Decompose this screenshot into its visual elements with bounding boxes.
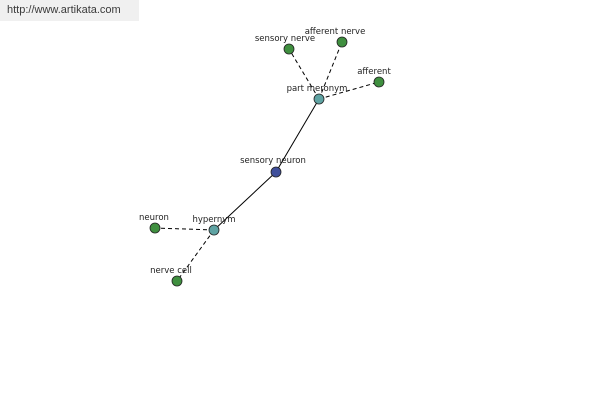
edge-hypernym-to-nerve-cell <box>176 229 215 282</box>
edge-part-meronym-to-afferent-nerve <box>318 41 343 100</box>
edges-layer <box>154 41 380 282</box>
node-label-sensory-neuron: sensory neuron <box>240 156 306 166</box>
node-afferent[interactable] <box>373 76 385 88</box>
node-sensory-nerve[interactable] <box>283 43 295 55</box>
edge-hypernym-to-neuron <box>154 227 215 231</box>
node-neuron[interactable] <box>149 222 161 234</box>
node-sensory-neuron[interactable] <box>270 166 282 178</box>
edge-part-meronym-to-sensory-nerve <box>288 48 320 100</box>
node-label-nerve-cell: nerve cell <box>150 266 192 276</box>
nodes-layer <box>149 36 385 287</box>
node-label-hypernym: hypernym <box>192 215 235 225</box>
node-afferent-nerve[interactable] <box>336 36 348 48</box>
node-label-afferent: afferent <box>357 67 391 77</box>
edge-sensory-neuron-to-part-meronym <box>275 98 320 173</box>
edge-sensory-neuron-to-hypernym <box>213 171 277 231</box>
labels-layer: sensory neuron part meronym hypernym sensor… <box>139 27 391 276</box>
node-nerve-cell[interactable] <box>171 275 183 287</box>
node-label-neuron: neuron <box>139 213 169 223</box>
node-label-sensory-nerve: sensory nerve <box>255 34 315 44</box>
edge-part-meronym-to-afferent <box>318 81 380 100</box>
node-hypernym[interactable] <box>208 224 220 236</box>
node-label-afferent-nerve: afferent nerve <box>305 27 366 37</box>
node-label-part-meronym: part meronym <box>287 84 348 94</box>
node-part-meronym[interactable] <box>313 93 325 105</box>
watermark-url[interactable]: http://www.artikata.com <box>0 0 139 21</box>
